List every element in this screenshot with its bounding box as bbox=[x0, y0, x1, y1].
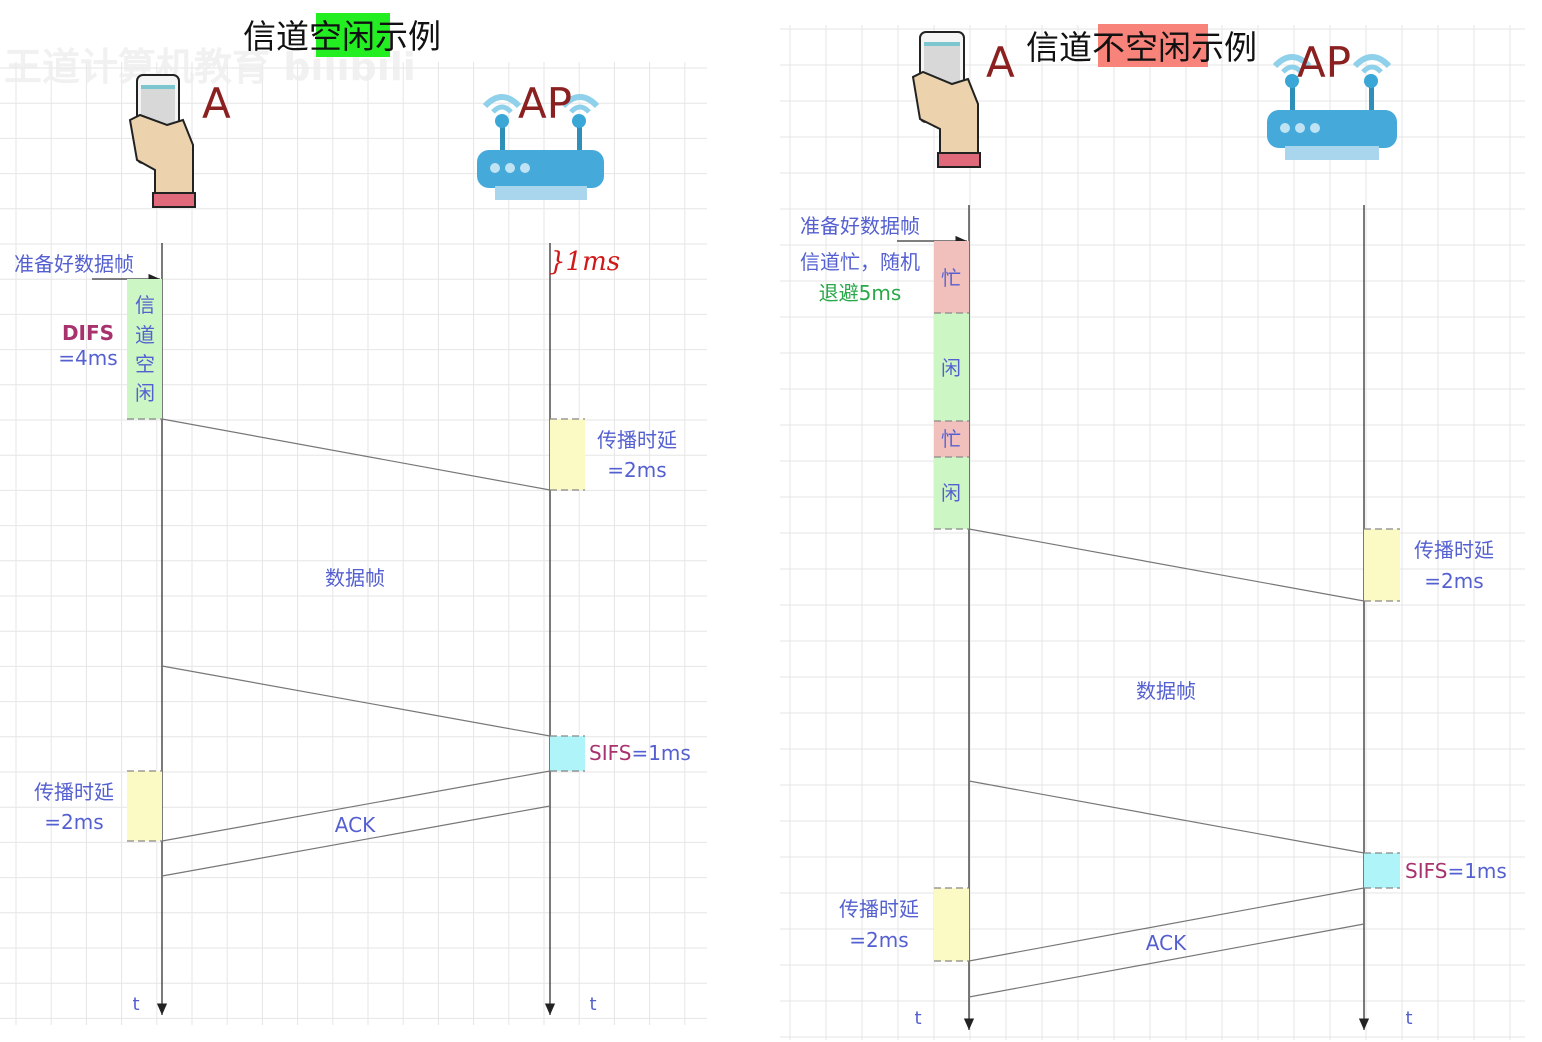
ack-label: ACK bbox=[335, 813, 376, 837]
right-panel: 信道不空闲示例 A AP 准备好数据帧 信道忙，随机 退避5ms bbox=[800, 24, 1507, 1030]
data-frame-start-line bbox=[161, 418, 551, 491]
idle-block bbox=[934, 457, 969, 529]
prop-delay-value: =2ms bbox=[1424, 569, 1483, 593]
grid-right bbox=[780, 25, 1525, 1040]
station-a-label: A bbox=[986, 38, 1015, 87]
difs-label: DIFS bbox=[62, 321, 114, 345]
busy-block bbox=[934, 421, 969, 457]
backoff-note: 退避5ms bbox=[819, 281, 902, 305]
prop-delay-value: =2ms bbox=[607, 458, 666, 482]
right-title: 信道不空闲示例 bbox=[1026, 28, 1257, 67]
busy-note: 信道忙，随机 bbox=[800, 250, 920, 274]
propagation-block-ap bbox=[550, 419, 585, 490]
sifs-label: SIFS=1ms bbox=[589, 741, 691, 765]
difs-value: =4ms bbox=[58, 346, 117, 370]
time-label: t bbox=[914, 1008, 921, 1029]
data-frame-label: 数据帧 bbox=[1136, 679, 1196, 703]
time-label: t bbox=[1405, 1008, 1412, 1029]
prop-delay-label: 传播时延 bbox=[34, 780, 114, 804]
left-panel: 信道空闲示例 A AP 准备好数据帧 }1ms 信 道 bbox=[14, 13, 691, 1015]
ready-label: 准备好数据帧 bbox=[14, 252, 134, 276]
idle-char: 闲 bbox=[941, 356, 961, 380]
title-highlight bbox=[1098, 24, 1208, 67]
handwritten-1ms-note: }1ms bbox=[549, 247, 620, 277]
idle-char: 道 bbox=[135, 323, 155, 347]
data-frame-label: 数据帧 bbox=[325, 566, 385, 590]
data-frame-end-line bbox=[968, 780, 1365, 854]
busy-char: 忙 bbox=[941, 266, 961, 290]
idle-char: 空 bbox=[135, 352, 155, 376]
title-highlight bbox=[316, 13, 390, 57]
ack-end-line bbox=[968, 923, 1365, 998]
prop-delay-label: 传播时延 bbox=[1414, 538, 1494, 562]
idle-char: 闲 bbox=[941, 481, 961, 505]
phone-icon bbox=[128, 74, 196, 208]
station-a-label: A bbox=[202, 79, 231, 128]
sifs-block bbox=[1364, 853, 1400, 888]
left-title: 信道空闲示例 bbox=[243, 17, 441, 56]
idle-char: 信 bbox=[135, 293, 155, 317]
ack-start-line bbox=[968, 887, 1365, 962]
time-label: t bbox=[589, 994, 596, 1015]
ack-label: ACK bbox=[1146, 931, 1187, 955]
router-icon bbox=[1267, 54, 1397, 160]
sifs-block bbox=[550, 736, 585, 771]
idle-block bbox=[934, 313, 969, 421]
ap-label: AP bbox=[1297, 38, 1351, 87]
propagation-block-ap bbox=[1364, 529, 1400, 601]
grid-left bbox=[0, 62, 707, 1025]
propagation-block-a bbox=[934, 888, 969, 961]
data-frame-end-line bbox=[161, 665, 551, 737]
busy-block bbox=[934, 241, 969, 313]
prop-delay-value: =2ms bbox=[849, 928, 908, 952]
router-icon bbox=[477, 94, 604, 200]
ack-start-line bbox=[161, 770, 551, 842]
idle-char: 闲 bbox=[135, 381, 155, 405]
prop-delay-value: =2ms bbox=[44, 810, 103, 834]
prop-delay-label: 传播时延 bbox=[597, 428, 677, 452]
propagation-block-a bbox=[127, 771, 162, 841]
ack-end-line bbox=[161, 805, 551, 877]
ready-label: 准备好数据帧 bbox=[800, 214, 920, 238]
phone-icon bbox=[911, 31, 981, 168]
prop-delay-label: 传播时延 bbox=[839, 897, 919, 921]
data-frame-start-line bbox=[968, 528, 1365, 602]
time-label: t bbox=[132, 994, 139, 1015]
difs-idle-block bbox=[127, 279, 162, 419]
busy-char: 忙 bbox=[941, 427, 961, 451]
sifs-label: SIFS=1ms bbox=[1405, 859, 1507, 883]
ap-label: AP bbox=[518, 79, 572, 128]
